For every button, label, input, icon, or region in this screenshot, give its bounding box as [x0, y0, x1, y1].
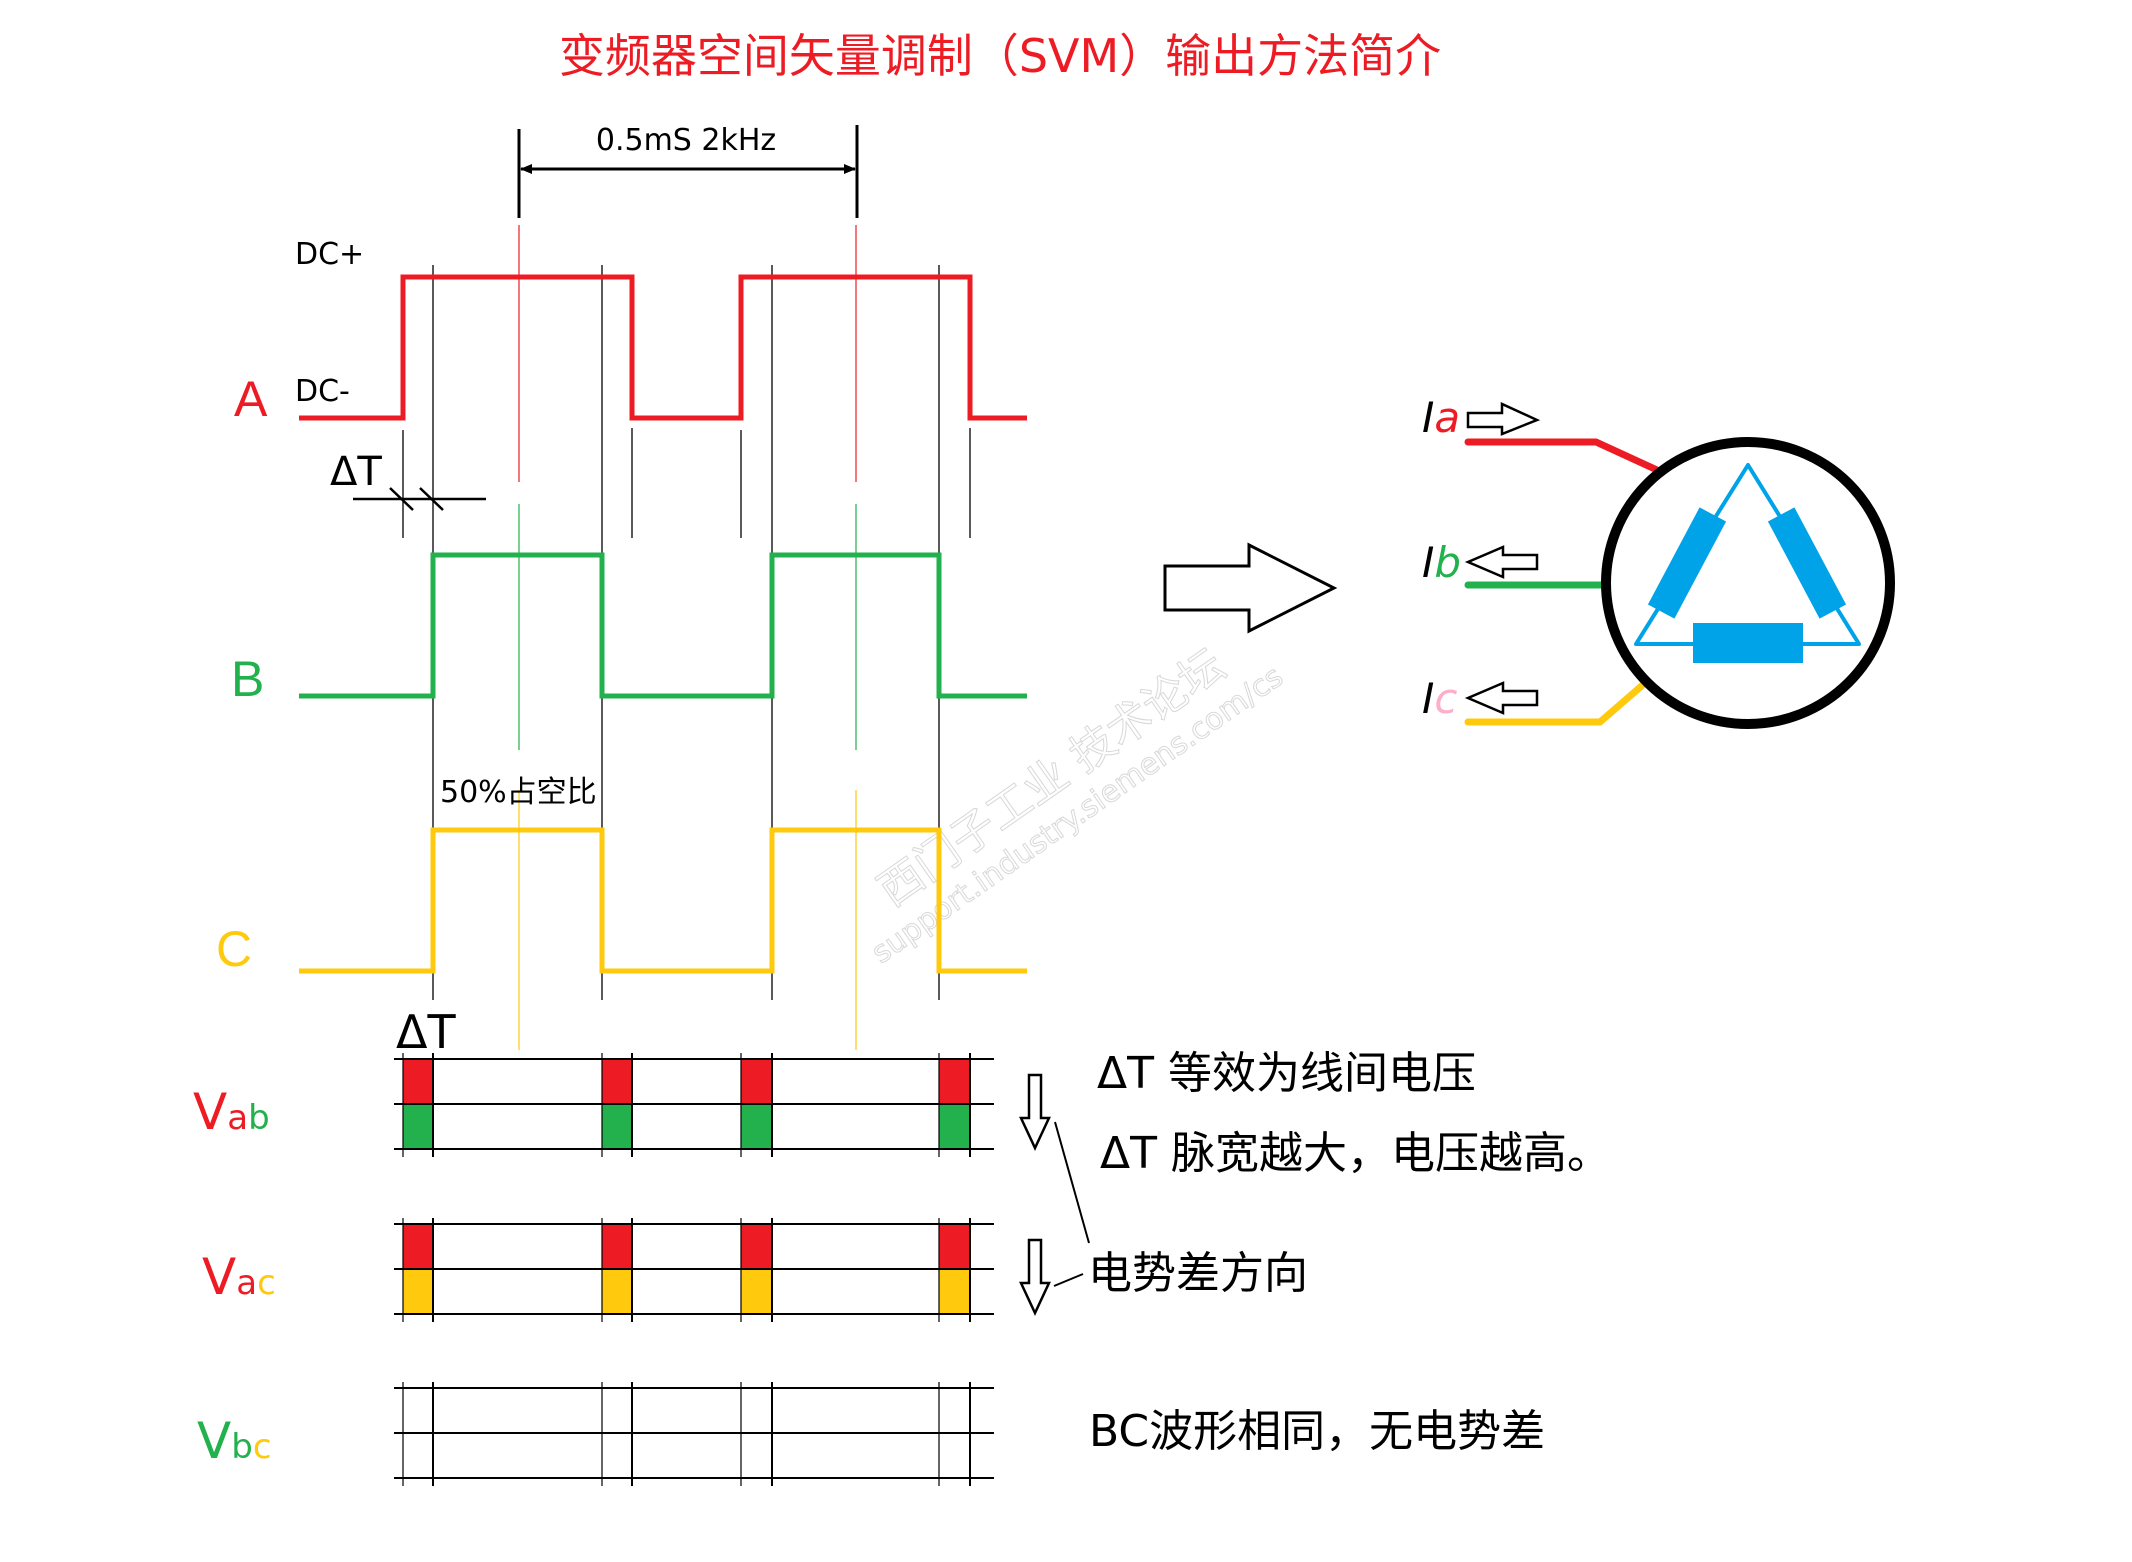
- delta-t-tick-1: [389, 487, 414, 511]
- direction-annotations: ΔT 等效为线间电压 ΔT 脉宽越大，电压越高。 电势差方向 BC波形相同，无电…: [1019, 1048, 1611, 1457]
- period-dimension: 0.5mS 2kHz: [517, 123, 859, 218]
- delta-t-dimension: ΔT: [330, 449, 486, 511]
- current-labels: Ia Ib Ic: [1422, 393, 1541, 723]
- center-lines: [518, 225, 857, 1050]
- signal-b-waveform: [299, 552, 1027, 699]
- motor-housing: [1601, 437, 1895, 729]
- svg-text:Ib: Ib: [1422, 538, 1461, 587]
- line-voltage-row-ac: Vac: [202, 1218, 994, 1322]
- motor-diagram: [1464, 437, 1895, 729]
- pulse-block-bottom: [939, 1269, 970, 1314]
- signal-b-label: B: [231, 651, 264, 707]
- down-arrow-vac-icon: [1019, 1238, 1051, 1316]
- winding-left: [1647, 507, 1727, 619]
- note-bc: BC波形相同，无电势差: [1089, 1406, 1545, 1457]
- pulse-block-top: [939, 1059, 970, 1104]
- pulse-block-top: [602, 1224, 632, 1269]
- watermark-line2: support.industry.siemens.com/cs: [865, 659, 1289, 971]
- wire-a: [1464, 438, 1661, 474]
- delta-t-tick-2: [419, 487, 444, 511]
- pulse-block-bottom: [403, 1269, 433, 1314]
- arrow-right-ia-icon: [1466, 402, 1541, 436]
- down-arrow-vab-icon: [1019, 1073, 1051, 1151]
- dc-minus-label: DC-: [295, 374, 350, 409]
- svg-text:Ic: Ic: [1422, 674, 1457, 723]
- signal-c-label: C: [216, 921, 252, 977]
- leader-line-2: [1053, 1273, 1084, 1287]
- signal-c-waveform: [299, 827, 1027, 974]
- watermark-line1: 西门子工业 技术论坛: [869, 640, 1234, 917]
- pulse-block-bottom: [602, 1104, 632, 1149]
- pulse-block-top: [403, 1224, 433, 1269]
- note-direction: 电势差方向: [1088, 1248, 1308, 1299]
- signal-a-waveform: [299, 274, 1027, 421]
- current-ia-sub: a: [1434, 393, 1460, 442]
- dc-plus-label: DC+: [295, 237, 364, 272]
- pulse-block-top: [939, 1224, 970, 1269]
- pulse-block-bottom: [602, 1269, 632, 1314]
- pulse-block-top: [741, 1224, 772, 1269]
- delta-t-label-top: ΔT: [330, 449, 382, 495]
- pulse-block-bottom: [403, 1104, 433, 1149]
- delta-t-label-bottom: ΔT: [396, 1005, 456, 1059]
- page-title: 变频器空间矢量调制（SVM）输出方法简介: [559, 29, 1441, 83]
- current-ib-main: I: [1422, 538, 1434, 587]
- pulse-block-bottom: [741, 1269, 772, 1314]
- current-ia-main: I: [1422, 393, 1434, 442]
- winding-right: [1767, 507, 1847, 619]
- line-voltage-row-ab: Vab: [193, 1053, 994, 1157]
- current-ic: Ic: [1422, 674, 1539, 723]
- current-ia: Ia: [1422, 393, 1541, 442]
- arrow-left-ic-icon: [1464, 681, 1539, 715]
- period-label: 0.5mS 2kHz: [596, 123, 776, 158]
- current-ic-sub: c: [1434, 674, 1457, 723]
- big-right-arrow-icon: [1163, 542, 1338, 634]
- pulse-block-top: [403, 1059, 433, 1104]
- pulse-block-top: [741, 1059, 772, 1104]
- duty-cycle-label: 50%占空比: [440, 775, 597, 810]
- watermark: 西门子工业 技术论坛 support.industry.siemens.com/…: [865, 639, 1290, 971]
- line-voltage-label: Vbc: [197, 1412, 272, 1470]
- note-line1: ΔT 等效为线间电压: [1097, 1048, 1476, 1099]
- current-ib: Ib: [1422, 538, 1539, 587]
- pulse-block-top: [602, 1059, 632, 1104]
- current-ib-sub: b: [1434, 538, 1461, 587]
- wire-c: [1464, 679, 1649, 726]
- note-line2: ΔT 脉宽越大，电压越高。: [1100, 1128, 1611, 1179]
- signal-a-label: A: [234, 371, 268, 427]
- winding-bottom: [1693, 623, 1803, 663]
- svg-text:Ia: Ia: [1422, 393, 1460, 442]
- current-ic-main: I: [1422, 674, 1434, 723]
- arrow-left-ib-icon: [1464, 545, 1539, 579]
- pulse-block-bottom: [741, 1104, 772, 1149]
- line-voltage-row-bc: Vbc: [197, 1382, 994, 1486]
- leader-line-1: [1054, 1121, 1090, 1244]
- pulse-block-bottom: [939, 1104, 970, 1149]
- line-voltage-label: Vab: [193, 1083, 270, 1141]
- line-voltage-label: Vac: [202, 1248, 276, 1306]
